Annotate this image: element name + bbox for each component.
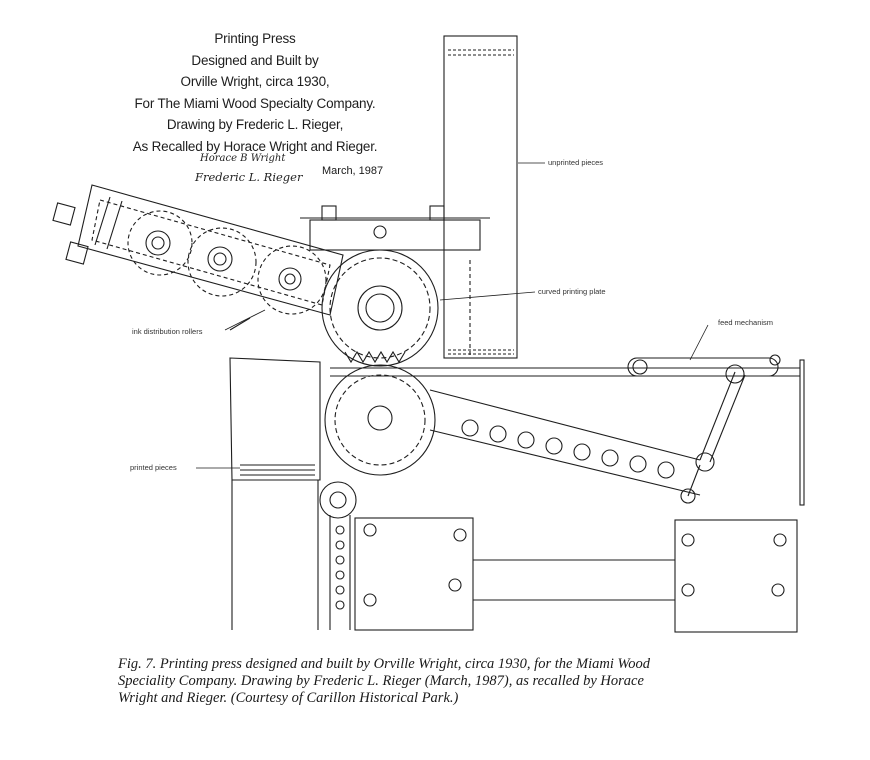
drawing-title-block: Printing Press Designed and Built by Orv… (95, 28, 415, 157)
signature-frederic-rieger: Frederic L. Rieger (195, 170, 303, 184)
title-line: For The Miami Wood Specialty Company. (134, 95, 376, 111)
caption-line: Speciality Company. Drawing by Frederic … (118, 673, 644, 689)
label-curved-printing-plate: curved printing plate (538, 287, 606, 296)
title-line: As Recalled by Horace Wright and Rieger. (132, 138, 378, 154)
ink-distribution-rollers (52, 184, 344, 331)
title-line: Printing Press (214, 31, 296, 46)
drawing-date: March, 1987 (322, 165, 384, 177)
label-printed-pieces: printed pieces (130, 463, 177, 472)
caption-line: Fig. 7. Printing press designed and buil… (118, 656, 651, 672)
signature-horace-wright: Horace B Wright (200, 153, 286, 164)
unprinted-pieces-hopper (443, 35, 518, 359)
lower-impression-cylinder (229, 357, 436, 481)
feed-ramp (330, 359, 805, 506)
upper-printing-cylinder (300, 205, 490, 367)
label-ink-distribution-rollers: ink distribution rollers (132, 327, 203, 336)
label-feed-mechanism: feed mechanism (718, 318, 774, 327)
feed-mechanism-linkage (627, 354, 781, 504)
figure-caption: Fig. 7. Printing press designed and buil… (118, 656, 818, 707)
chain-and-base (231, 464, 798, 633)
title-line: Designed and Built by (191, 52, 319, 68)
title-line: Drawing by Frederic L. Rieger, (166, 117, 344, 132)
title-line: Orville Wright, circa 1930, (180, 74, 330, 89)
caption-line: Wright and Rieger. (Courtesy of Carillon… (118, 690, 459, 706)
label-unprinted-pieces: unprinted pieces (548, 158, 604, 167)
